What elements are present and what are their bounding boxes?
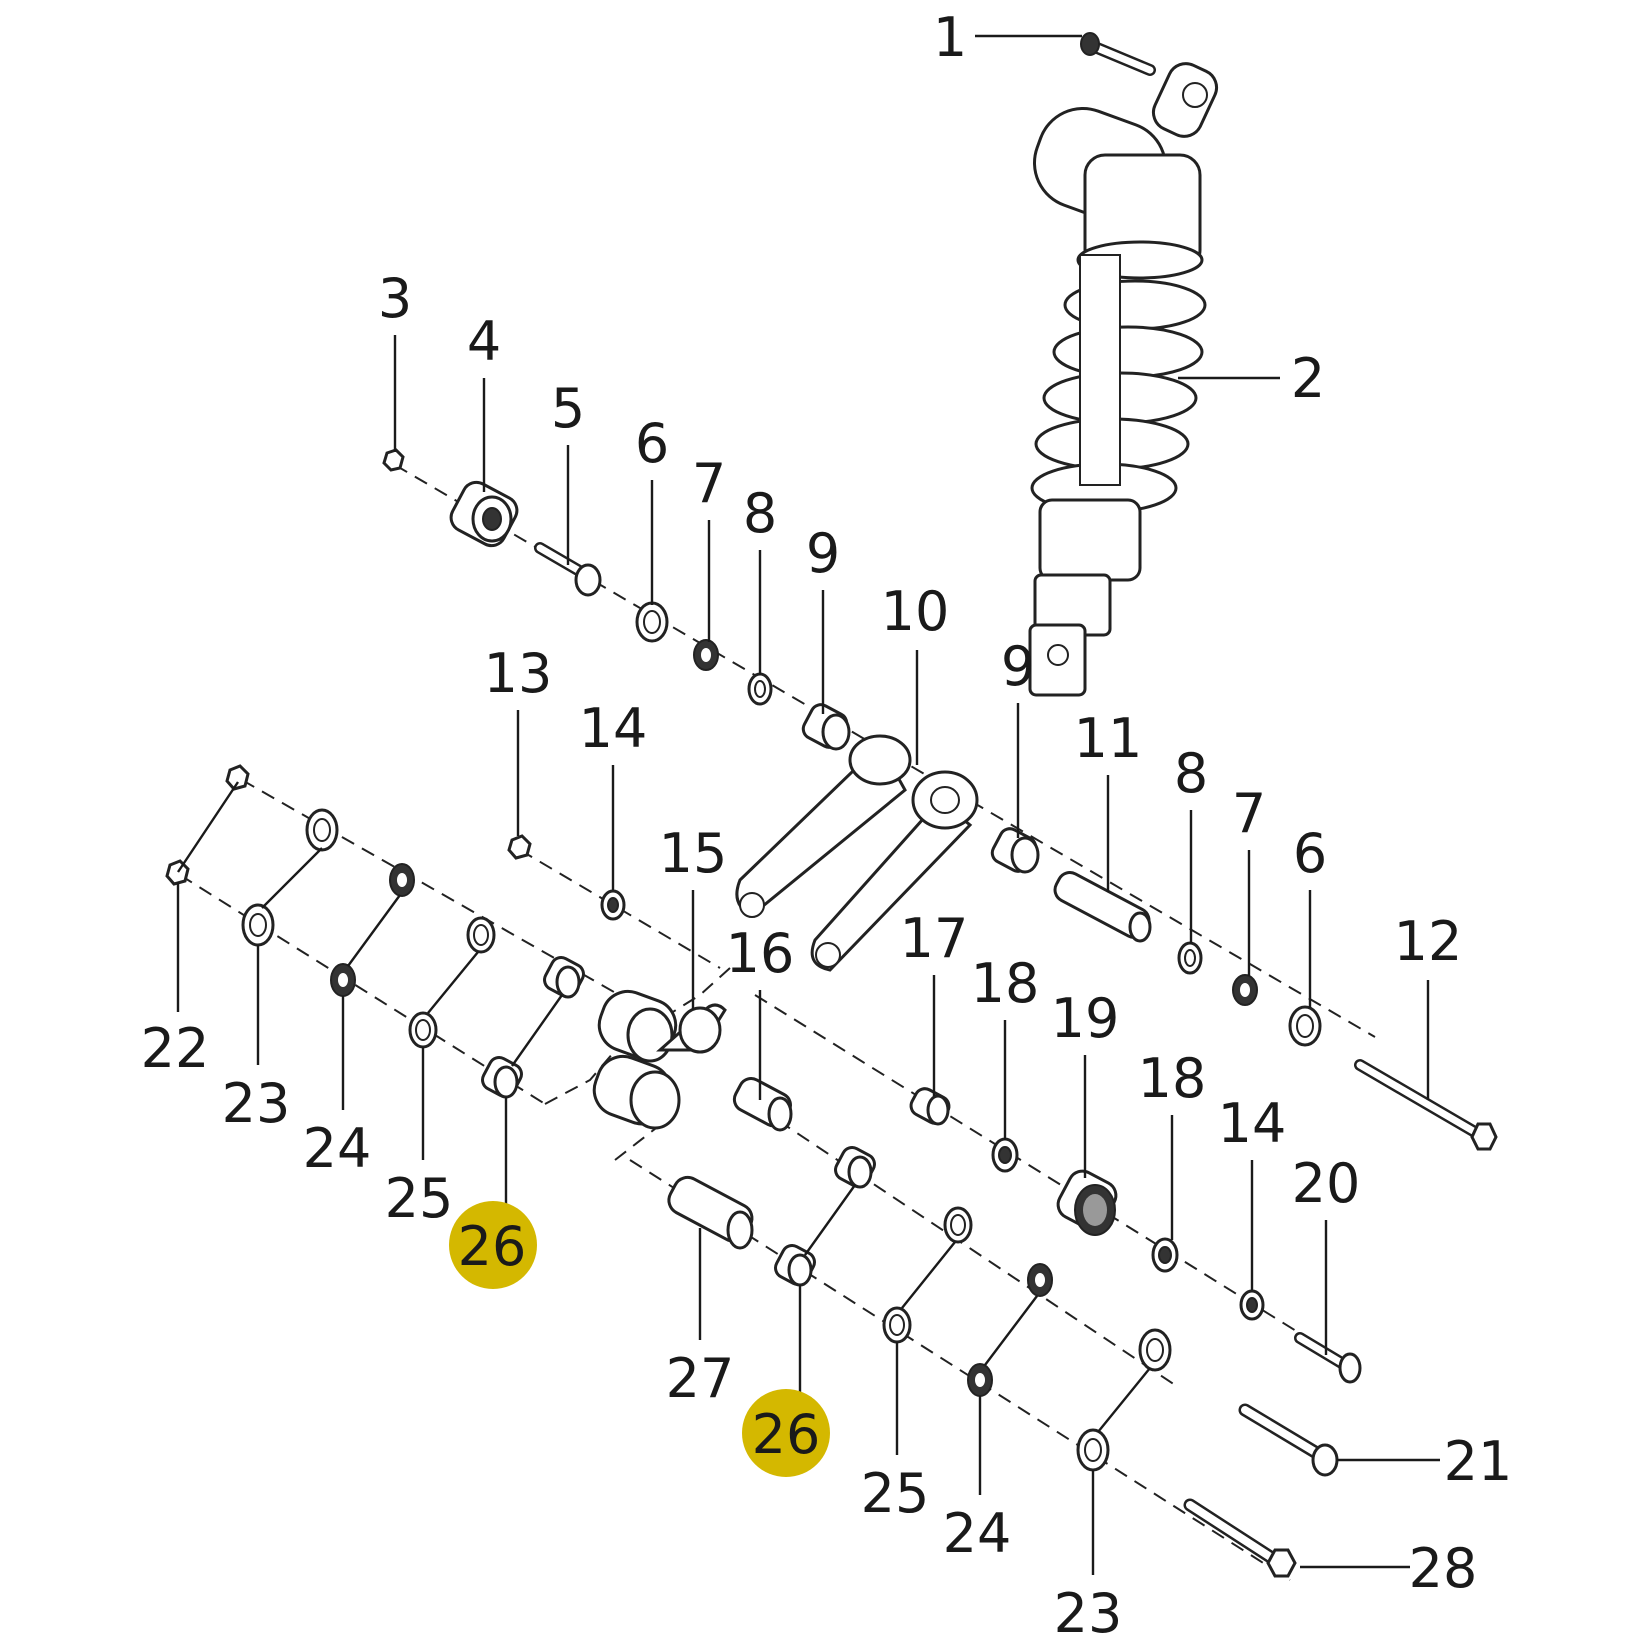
callout-27: 27 <box>666 1347 735 1410</box>
callout-26a: 26 <box>458 1215 527 1278</box>
callout-9a: 9 <box>806 522 840 585</box>
callout-5: 5 <box>551 377 585 440</box>
bushing-26a <box>555 965 581 999</box>
bolt-28 <box>1183 1498 1297 1578</box>
coil-spring <box>1030 240 1207 514</box>
callout-19: 19 <box>1051 987 1120 1050</box>
nut-3 <box>382 448 405 472</box>
bushing-26d <box>787 1253 813 1287</box>
rocker-arm-15 <box>592 989 727 1130</box>
callout-9b: 9 <box>1001 635 1035 698</box>
callout-14a: 14 <box>579 697 648 760</box>
callout-28: 28 <box>1409 1537 1478 1600</box>
callout-3: 3 <box>378 267 412 330</box>
callout-22: 22 <box>141 1017 210 1080</box>
left-row-parts <box>165 764 585 1099</box>
nut-13 <box>507 834 532 860</box>
callout-25b: 25 <box>861 1462 930 1525</box>
sleeve-11 <box>1053 871 1152 943</box>
connecting-link-10 <box>735 734 979 972</box>
axis-mid-pivot <box>754 994 1331 1353</box>
shock-absorber <box>1028 32 1280 697</box>
bushing-26c <box>847 1155 873 1189</box>
callout-13: 13 <box>484 642 553 705</box>
axis-connector <box>544 1044 621 1105</box>
callout-7b: 7 <box>1232 782 1266 845</box>
callout-23b: 23 <box>1054 1582 1123 1645</box>
callout-23a: 23 <box>222 1072 291 1135</box>
needle-bearing-19 <box>1056 1169 1118 1236</box>
callout-14b: 14 <box>1218 1092 1287 1155</box>
sleeve-27 <box>667 1175 754 1250</box>
bushing-9b <box>990 827 1040 874</box>
bushing-9a <box>801 703 851 751</box>
pin-5 <box>534 542 602 597</box>
callout-12: 12 <box>1394 910 1463 973</box>
roller-4 <box>449 480 519 548</box>
bolt-21 <box>1238 1403 1339 1477</box>
callout-6b: 6 <box>1293 822 1327 885</box>
leader-lines <box>176 34 1440 1575</box>
highlight-26a <box>449 1201 537 1289</box>
sleeve-16 <box>732 1077 793 1132</box>
callout-15: 15 <box>659 822 728 885</box>
callout-labels: 1 2 3 4 5 6 7 8 9 10 9 11 8 7 6 12 13 14… <box>141 6 1513 1645</box>
bolt-12 <box>1354 1059 1498 1151</box>
axis-lower-right <box>629 1159 1291 1581</box>
highlight-26b <box>742 1389 830 1477</box>
callout-25a: 25 <box>385 1167 454 1230</box>
axis-front-row <box>179 874 546 1105</box>
callout-18a: 18 <box>971 952 1040 1015</box>
callout-21: 21 <box>1444 1430 1513 1493</box>
upper-row-parts <box>382 448 1498 1151</box>
callout-8b: 8 <box>1174 742 1208 805</box>
callout-2: 2 <box>1291 347 1325 410</box>
lower-right-parts <box>667 1146 1339 1578</box>
nut-22b <box>165 859 190 886</box>
callout-24a: 24 <box>303 1117 372 1180</box>
callout-8a: 8 <box>743 482 777 545</box>
bolt-20 <box>1294 1332 1362 1384</box>
bushing-26b <box>493 1065 519 1099</box>
callout-26b: 26 <box>752 1403 821 1466</box>
callout-1: 1 <box>933 6 967 69</box>
callout-10: 10 <box>881 580 950 643</box>
middle-row-parts <box>507 834 1362 1384</box>
callout-18b: 18 <box>1138 1047 1207 1110</box>
callout-20: 20 <box>1292 1152 1361 1215</box>
spacer-17 <box>909 1087 951 1126</box>
bolt-1 <box>1080 32 1156 76</box>
nut-22a <box>225 764 250 791</box>
callout-16: 16 <box>726 922 795 985</box>
callout-4: 4 <box>467 310 501 373</box>
callout-24b: 24 <box>943 1502 1012 1565</box>
callout-7a: 7 <box>692 452 726 515</box>
callout-17: 17 <box>900 907 969 970</box>
callout-11: 11 <box>1074 707 1143 770</box>
callout-6a: 6 <box>635 412 669 475</box>
